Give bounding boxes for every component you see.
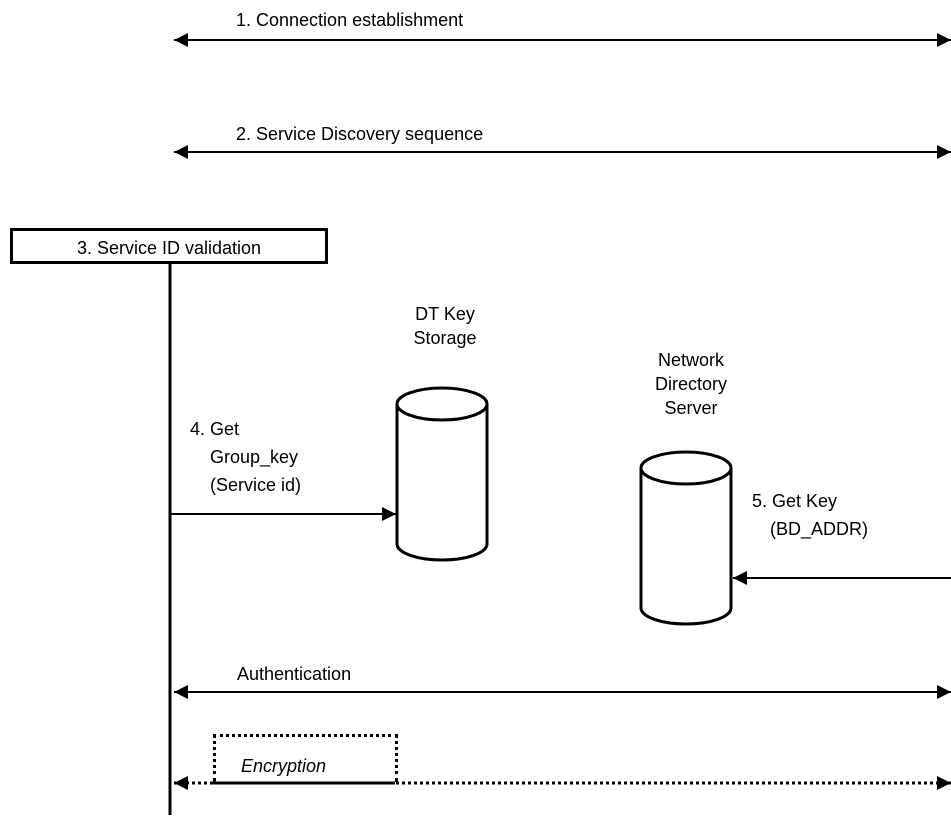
authentication-label: Authentication xyxy=(237,664,352,684)
service-discovery-label: 2. Service Discovery sequence xyxy=(236,124,484,144)
get-group-key-label-2: Group_key xyxy=(210,447,299,467)
dt-key-storage-line-2: Storage xyxy=(413,328,477,348)
get-group-key-label-3: (Service id) xyxy=(210,475,302,495)
network-directory-server-line-3: Server xyxy=(664,398,718,418)
dt-key-storage-label: DT Key Storage xyxy=(380,302,510,350)
dt-key-storage-line-1: DT Key xyxy=(415,304,475,324)
get-key-label-1: 5. Get Key xyxy=(752,491,838,511)
encryption-box xyxy=(213,734,398,782)
service-id-validation-box: 3. Service ID validation xyxy=(10,228,328,264)
connection-label: 1. Connection establishment xyxy=(236,10,464,30)
get-key-label-2: (BD_ADDR) xyxy=(770,519,869,539)
network-directory-server-label: Network Directory Server xyxy=(626,348,756,420)
network-directory-server-cylinder xyxy=(639,450,733,626)
network-directory-server-line-2: Directory xyxy=(654,374,727,394)
dt-key-storage-cylinder xyxy=(395,386,489,562)
network-directory-server-line-1: Network xyxy=(657,350,724,370)
encryption-label: Encryption xyxy=(241,756,327,776)
get-group-key-label-1: 4. Get xyxy=(190,419,240,439)
service-id-validation-label: 3. Service ID validation xyxy=(76,238,262,258)
